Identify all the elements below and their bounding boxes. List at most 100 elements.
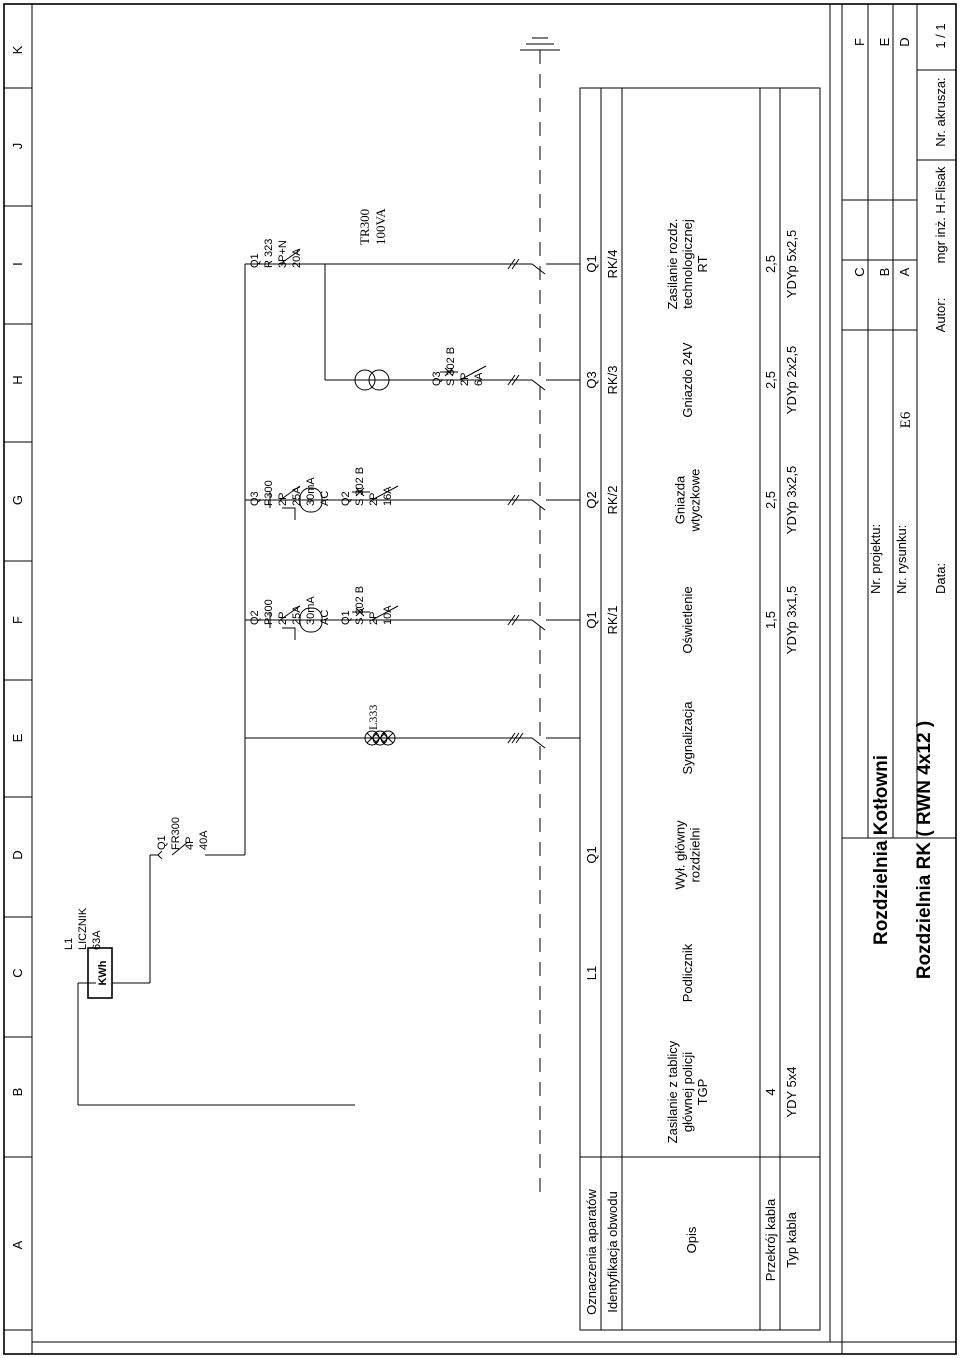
- mcb1-label: S 302 B: [354, 586, 366, 625]
- revision-letter: E: [877, 37, 892, 46]
- mcb1-label: 10A: [382, 605, 394, 625]
- grid-letter: I: [10, 262, 25, 266]
- table-device-cell: Q3: [584, 371, 599, 388]
- sheet-value: 1 / 1: [933, 23, 948, 48]
- rcd2-label: 25A: [291, 486, 303, 506]
- drawing-title: Rozdzielnia RK ( RWN 4x12 ): [914, 721, 935, 979]
- kwh-meter-icon: KWh: [87, 947, 113, 999]
- table-circuit-cell: RK/4: [605, 250, 620, 279]
- rcd1-label: 25A: [291, 605, 303, 625]
- main_switch-label: 4P: [184, 837, 196, 850]
- table-section-cell: 2,5: [763, 255, 778, 273]
- rcd2-label: P300: [263, 480, 275, 506]
- mcb2-label: 2P: [368, 493, 380, 506]
- table-circuit-cell: RK/3: [605, 366, 620, 395]
- author-label: Autor:: [933, 298, 948, 333]
- table-description-cell: Zasilanie rozdz.: [665, 218, 680, 309]
- rcd1-label: Q2: [249, 610, 261, 625]
- meter-label: L1: [63, 938, 75, 950]
- rcd-q2-icon: [269, 605, 399, 640]
- table-row-headers: Oznaczenia aparatów Identyfikacja obwodu…: [584, 1189, 799, 1315]
- row-label-circuit-id: Identyfikacja obwodu: [605, 1191, 620, 1312]
- rcd-q3-icon: [269, 485, 399, 520]
- table-circuit-cell: RK/2: [605, 486, 620, 515]
- table-description-cell: Gniazdo 24V: [680, 342, 695, 417]
- mcb1-label: 2P: [368, 612, 380, 625]
- grid-letter: G: [10, 495, 25, 505]
- rcd1-label: AC: [319, 610, 331, 625]
- project-number-label: Nr. projektu:: [868, 524, 883, 594]
- grid-letter: J: [10, 143, 25, 150]
- grid-letter: H: [10, 375, 25, 384]
- grid-letter: D: [10, 850, 25, 859]
- table-description-cell: Oświetlenie: [680, 586, 695, 653]
- grid-letter: C: [10, 968, 25, 977]
- rcbo-label: 20A: [291, 248, 303, 268]
- mcb2-label: Q2: [340, 491, 352, 506]
- rcd1-label: P300: [263, 599, 275, 625]
- meter-symbol-label: KWh: [97, 960, 109, 985]
- rcd2-label: Q3: [249, 491, 261, 506]
- rcd1-label: 2P: [277, 612, 289, 625]
- rcbo-label: Q1: [249, 253, 261, 268]
- main_switch-label: Q1: [156, 835, 168, 850]
- revision-letter: A: [897, 267, 912, 276]
- table-description-cell: Zasilanie z tablicy: [665, 1040, 680, 1143]
- schematic: KWh: [77, 37, 580, 1200]
- main_switch-label: 40A: [198, 830, 210, 850]
- lamps-label: L333: [366, 705, 380, 730]
- revision-letter: F: [852, 38, 867, 46]
- author-value: mgr inż. H.Flisak: [933, 166, 948, 263]
- revision-letter: C: [852, 267, 867, 276]
- table-cable-type-cell: YDYp 3x1,5: [784, 586, 799, 654]
- grid-letter: A: [10, 1240, 25, 1249]
- rcd2-label: 2P: [277, 493, 289, 506]
- rcd2-label: AC: [319, 491, 331, 506]
- table-device-cell: Q2: [584, 491, 599, 508]
- rcd2-label: 30mA: [305, 477, 317, 506]
- meter-label: 63A: [91, 930, 103, 950]
- table-section-cell: 1,5: [763, 611, 778, 629]
- table-description-cell: rozdzielni: [688, 827, 703, 882]
- table-description-cell: TGP: [695, 1079, 710, 1106]
- grid-letter: F: [10, 616, 25, 624]
- title-block: Rozdzielnia Kotłowni Rozdzielnia RK ( RW…: [841, 3, 957, 1343]
- mcb3-label: S 302 B: [445, 347, 457, 386]
- mcb3-label: 2P: [459, 373, 471, 386]
- table-section-cell: 4: [763, 1088, 778, 1095]
- rcd1-label: 30mA: [305, 596, 317, 625]
- grid-letter: K: [10, 45, 25, 54]
- table-description-cell: technologicznej: [680, 219, 695, 309]
- table-description-cell: Sygnalizacja: [680, 701, 695, 775]
- date-label: Data:: [933, 563, 948, 594]
- table-description-cell: wtyczkowe: [688, 469, 703, 533]
- table-section-cell: 2,5: [763, 491, 778, 509]
- mcb3-label: Q3: [431, 371, 443, 386]
- table-cable-type-cell: YDYp 3x2,5: [784, 466, 799, 534]
- table-device-cell: L1: [584, 966, 599, 980]
- sheet-label: Nr. akrusza:: [933, 77, 948, 146]
- transformer-label: 100VA: [373, 208, 388, 245]
- row-label-cable-type: Typ kabla: [784, 1211, 799, 1267]
- table-description-cell: Wył. główny: [673, 820, 688, 890]
- table-description-cell: Gniazda: [673, 475, 688, 524]
- transformer-icon: [354, 369, 390, 391]
- table-section-cell: 2,5: [763, 371, 778, 389]
- drawing-frame: [3, 3, 957, 1355]
- rcbo-label: R 323: [263, 239, 275, 268]
- project-title: Rozdzielnia Kotłowni: [871, 755, 892, 945]
- mcb-q3-icon: [440, 365, 487, 381]
- protective-earth-line: [520, 37, 560, 1200]
- circuit-table: [579, 87, 821, 1331]
- table-circuit-cell: RK/1: [605, 606, 620, 635]
- table-cable-type-cell: YDY 5x4: [784, 1066, 799, 1117]
- table-cable-type-cell: YDYp 5x2,5: [784, 230, 799, 298]
- mcb1-label: Q1: [340, 610, 352, 625]
- drawing-number-value: E6: [898, 411, 914, 428]
- signal-lamps-icon: [364, 730, 396, 746]
